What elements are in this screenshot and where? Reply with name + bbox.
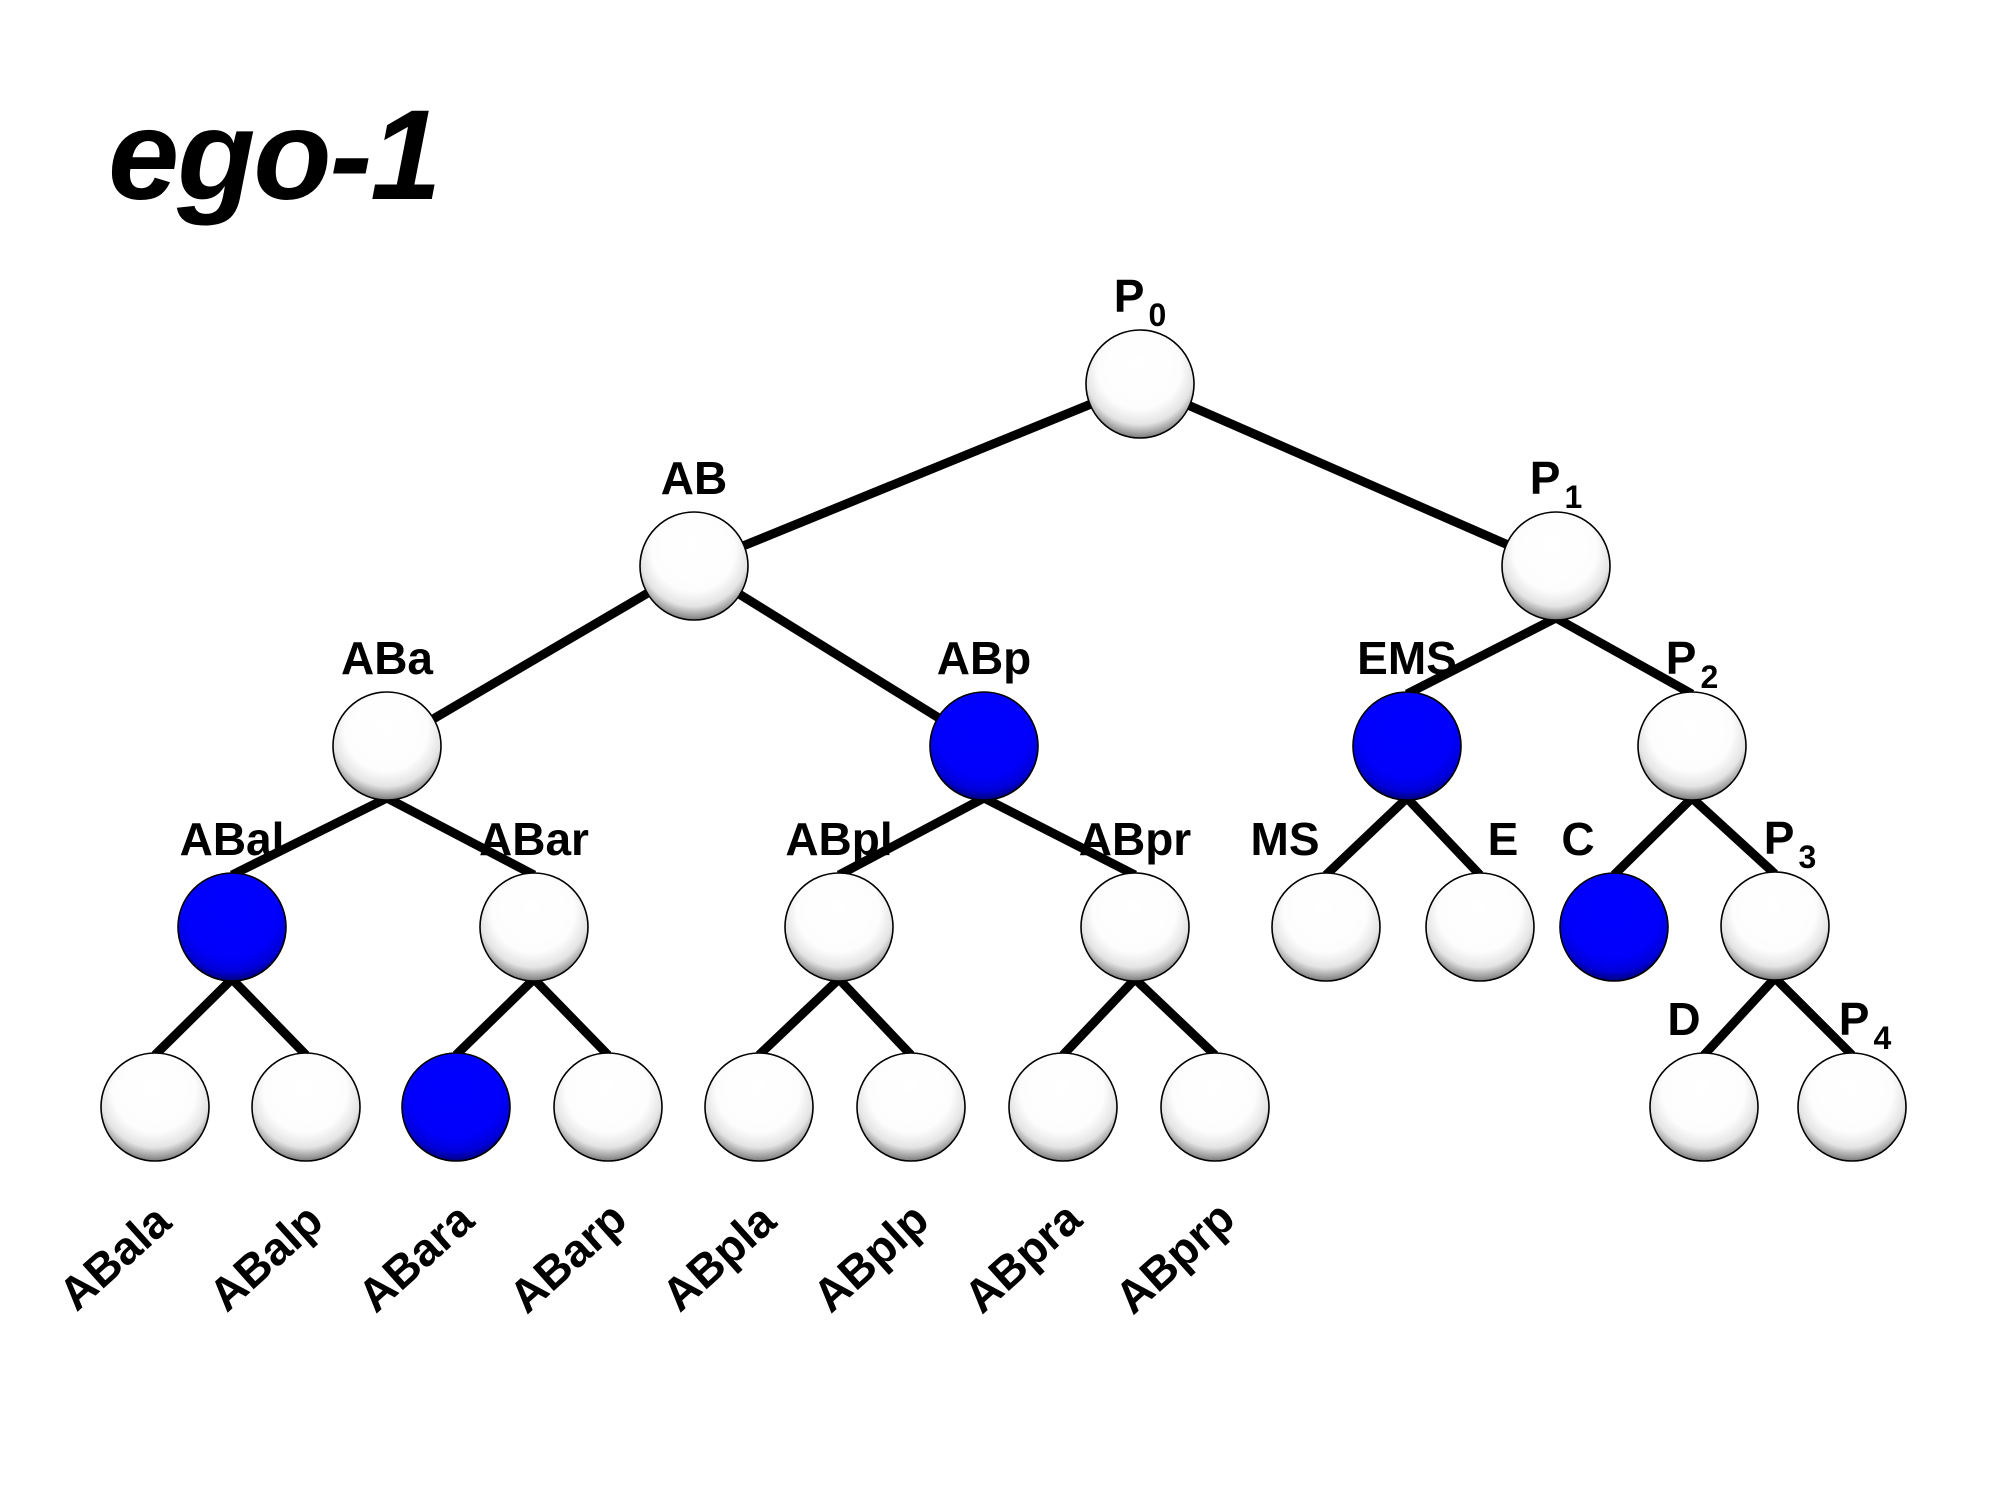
label-ms: MS	[1251, 813, 1320, 865]
label-text: P	[1114, 270, 1145, 322]
cell-ms	[1271, 872, 1381, 982]
label-text: AB	[661, 452, 727, 504]
cell-abpra	[1008, 1052, 1118, 1162]
label-abp: ABp	[937, 632, 1032, 684]
label-text: P	[1530, 452, 1561, 504]
cell-abala	[100, 1052, 210, 1162]
label-text: ABp	[937, 632, 1032, 684]
cells-layer	[100, 329, 1907, 1162]
cell-e	[1425, 872, 1535, 982]
cell-abarp	[553, 1052, 663, 1162]
label-text: E	[1488, 813, 1519, 865]
label-subscript: 3	[1798, 839, 1816, 875]
edge-p0-to-ab	[740, 399, 1094, 551]
cell-ems-expressed	[1352, 691, 1462, 801]
label-ems: EMS	[1357, 632, 1457, 684]
label-abprp: ABprp	[1105, 1191, 1244, 1324]
label-abpr: ABpr	[1079, 813, 1192, 865]
label-abplp: ABplp	[803, 1193, 938, 1322]
cell-abalp	[251, 1052, 361, 1162]
label-text: EMS	[1357, 632, 1457, 684]
cell-abal-expressed	[177, 872, 287, 982]
label-text: ABal	[180, 813, 285, 865]
label-subscript: 0	[1148, 297, 1166, 333]
cell-c-expressed	[1559, 872, 1669, 982]
label-text: ABar	[479, 813, 589, 865]
cell-abprp	[1160, 1052, 1270, 1162]
edge-aba-to-abar	[384, 794, 537, 879]
cell-p0	[1085, 329, 1195, 439]
label-c: C	[1561, 813, 1594, 865]
label-abara: ABara	[348, 1192, 484, 1322]
edge-aba-to-abal	[229, 793, 390, 880]
label-abal: ABal	[180, 813, 285, 865]
edge-abal-to-abalp	[228, 975, 310, 1059]
cell-ab	[639, 511, 749, 621]
label-text: D	[1667, 993, 1700, 1045]
label-abpla: ABpla	[652, 1193, 786, 1321]
cell-aba	[332, 691, 442, 801]
label-abarp: ABarp	[499, 1192, 636, 1323]
label-text: ABpr	[1079, 813, 1192, 865]
edge-ab-to-aba	[429, 588, 652, 724]
edge-p3-to-d	[1700, 974, 1779, 1059]
edge-abp-to-abpl	[836, 794, 987, 879]
edge-ems-to-e	[1403, 794, 1484, 879]
cell-p1	[1501, 511, 1611, 621]
label-abalp: ABalp	[199, 1193, 333, 1321]
label-text: C	[1561, 813, 1594, 865]
label-abpl: ABpl	[785, 813, 892, 865]
label-d: D	[1667, 993, 1700, 1045]
cell-p4	[1797, 1052, 1907, 1162]
label-subscript: 1	[1564, 479, 1582, 515]
cell-abpr	[1080, 872, 1190, 982]
edge-abpr-to-abpra	[1059, 975, 1139, 1059]
cell-p2	[1637, 691, 1747, 801]
edge-p1-to-p2	[1553, 614, 1695, 698]
edge-abal-to-abala	[151, 975, 236, 1059]
edge-abpl-to-abpla	[755, 975, 843, 1059]
label-text: P	[1839, 993, 1870, 1045]
label-ab: AB	[661, 452, 727, 504]
edge-p2-to-p3	[1688, 794, 1779, 878]
edge-abar-to-abara	[452, 975, 538, 1059]
figure-title: ego-1	[108, 84, 441, 227]
edge-p3-to-p4	[1771, 974, 1856, 1059]
label-text: P	[1764, 812, 1795, 864]
label-abpra: ABpra	[954, 1191, 1092, 1322]
edge-ems-to-ms	[1322, 794, 1411, 879]
label-aba: ABa	[341, 632, 433, 684]
label-abar: ABar	[479, 813, 589, 865]
edge-p0-to-p1	[1185, 400, 1511, 550]
edge-abpl-to-abplp	[835, 975, 915, 1059]
label-text: ABpl	[785, 813, 892, 865]
label-e: E	[1488, 813, 1519, 865]
edge-abpr-to-abprp	[1131, 975, 1219, 1059]
label-text: MS	[1251, 813, 1320, 865]
cell-d	[1649, 1052, 1759, 1162]
label-subscript: 2	[1700, 659, 1718, 695]
cell-p3	[1720, 871, 1830, 981]
label-subscript: 4	[1873, 1020, 1891, 1056]
cell-abpl	[784, 872, 894, 982]
label-abala: ABala	[49, 1194, 181, 1320]
edges-layer	[151, 399, 1856, 1059]
label-text: ABa	[341, 632, 433, 684]
edge-abp-to-abpr	[981, 793, 1138, 880]
cell-abpla	[704, 1052, 814, 1162]
cell-abara-expressed	[401, 1052, 511, 1162]
edge-p1-to-ems	[1404, 613, 1559, 699]
cell-abplp	[856, 1052, 966, 1162]
edge-ab-to-abp	[735, 589, 943, 723]
cell-abp-expressed	[929, 691, 1039, 801]
label-text: P	[1666, 632, 1697, 684]
edge-abar-to-abarp	[530, 975, 612, 1059]
cell-abar	[479, 872, 589, 982]
edge-p2-to-c	[1610, 794, 1696, 879]
